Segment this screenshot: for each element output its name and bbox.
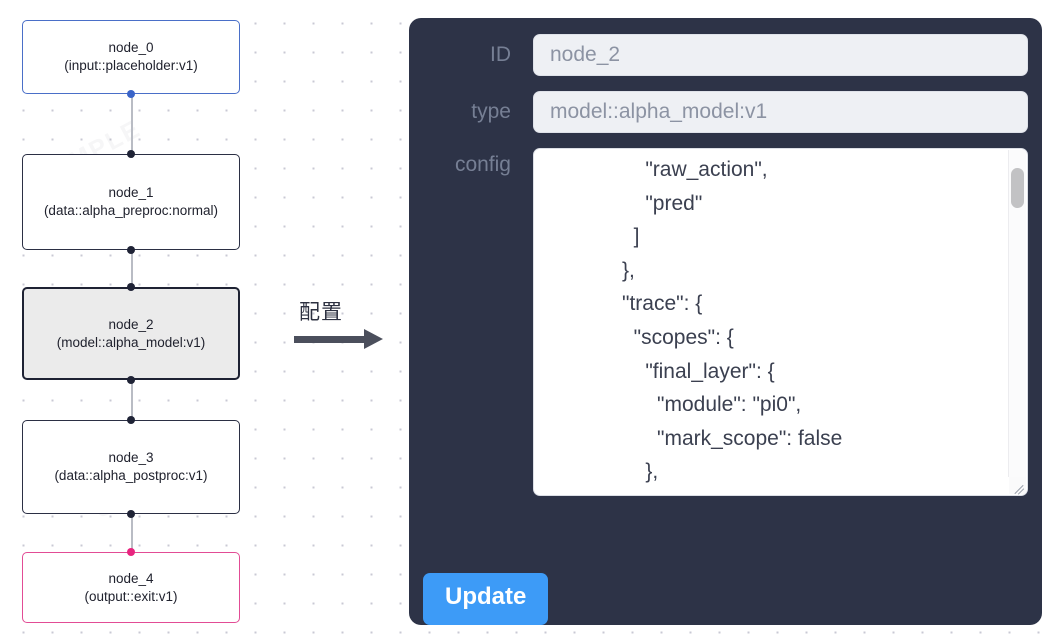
graph-node-node_3[interactable]: node_3 (data::alpha_postproc:v1) (22, 420, 240, 514)
graph-node-node_1[interactable]: node_1 (data::alpha_preproc:normal) (22, 154, 240, 250)
node-subtitle: (data::alpha_postproc:v1) (54, 468, 208, 483)
type-label: type (471, 100, 511, 123)
type-input[interactable]: model::alpha_model:v1 (533, 91, 1028, 133)
node-handle-target-node_3[interactable] (127, 416, 135, 424)
node-title: node_1 (108, 185, 154, 200)
node-handle-source-node_3[interactable] (127, 510, 135, 518)
field-row-type: type model::alpha_model:v1 (423, 91, 1028, 133)
node-subtitle: (input::placeholder:v1) (64, 58, 198, 73)
graph-node-node_4[interactable]: node_4 (output::exit:v1) (22, 552, 240, 623)
arrow-shaft (294, 336, 366, 343)
node-title: node_4 (108, 570, 154, 586)
config-scrollbar[interactable] (1008, 150, 1026, 477)
resize-grip-icon[interactable] (1009, 477, 1026, 495)
node-handle-source-node_2[interactable] (127, 376, 135, 384)
arrow-right-icon (294, 329, 394, 349)
node-handle-target-node_1[interactable] (127, 150, 135, 158)
config-textarea-value[interactable]: "raw_action", "pred" ] }, "trace": { "sc… (622, 158, 843, 495)
node-handle-target-node_2[interactable] (127, 283, 135, 291)
arrow-head (364, 329, 383, 349)
config-textarea[interactable]: "raw_action", "pred" ] }, "trace": { "sc… (533, 148, 1028, 496)
node-subtitle: (output::exit:v1) (84, 588, 178, 604)
annotation-arrow-group: 配置 (294, 296, 394, 349)
node-title: node_0 (108, 40, 154, 55)
node-title: node_3 (108, 450, 154, 465)
node-subtitle: (model::alpha_model:v1) (56, 334, 206, 350)
annotation-label: 配置 (299, 301, 343, 324)
graph-node-node_2[interactable]: node_2 (model::alpha_model:v1) (22, 287, 240, 380)
node-handle-source-node_1[interactable] (127, 246, 135, 254)
edge-node1-node2 (130, 248, 133, 289)
edge-node3-node4 (130, 512, 133, 554)
config-label: config (454, 153, 511, 176)
id-label: ID (490, 43, 511, 66)
field-row-config: config "raw_action", "pred" ] }, "trace"… (423, 148, 1028, 496)
node-config-panel: ID node_2 type model::alpha_model:v1 con… (409, 18, 1042, 625)
edge-node0-node1 (130, 92, 133, 158)
field-row-id: ID node_2 (423, 34, 1028, 76)
node-handle-target-node_4[interactable] (127, 548, 135, 556)
edge-node2-node3 (130, 378, 133, 422)
node-title: node_2 (108, 316, 154, 332)
node-handle-source-node_0[interactable] (127, 90, 135, 98)
node-subtitle: (data::alpha_preproc:normal) (43, 203, 219, 218)
flow-graph[interactable]: node_0 (input::placeholder:v1) node_1 (d… (0, 0, 400, 643)
graph-node-node_0[interactable]: node_0 (input::placeholder:v1) (22, 20, 240, 94)
id-input[interactable]: node_2 (533, 34, 1028, 76)
update-button[interactable]: Update (423, 573, 549, 625)
config-scrollbar-thumb[interactable] (1011, 168, 1024, 208)
